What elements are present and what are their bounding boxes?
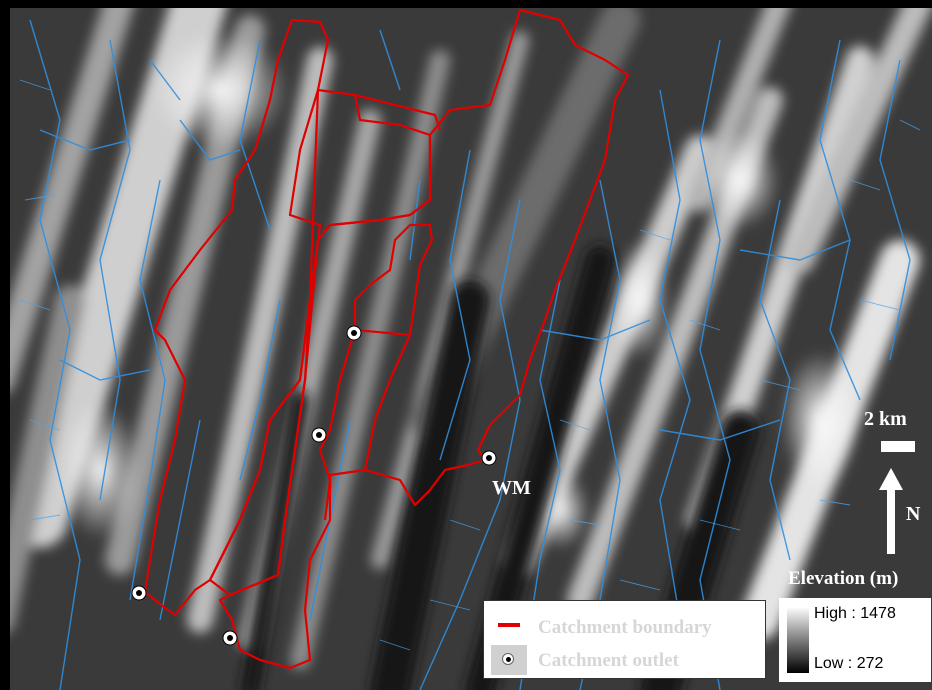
catchment-outlets: [131, 325, 497, 646]
boundary-line-icon: [498, 623, 520, 627]
map-legend: Catchment boundary Catchment outlet: [483, 600, 766, 679]
outlet-marker-3: [131, 585, 147, 601]
elevation-low-label: Low : 272: [814, 655, 884, 672]
north-arrow-icon: [879, 468, 903, 554]
elevation-legend-title: Elevation (m): [788, 568, 899, 589]
outlet-label-wm: WM: [492, 477, 531, 499]
elevation-legend: High : 1478 Low : 272: [779, 598, 931, 682]
outlet-marker-2: [311, 427, 327, 443]
scale-bar: [881, 441, 915, 452]
catchment-boundary-inner-2: [353, 223, 434, 337]
catchment-boundary-west: [143, 18, 330, 617]
scale-label: 2 km: [864, 408, 907, 430]
outlet-dot-icon: [502, 653, 514, 665]
outlet-marker-wm: [481, 450, 497, 466]
catchment-boundary-east: [218, 8, 630, 670]
outlet-marker-1: [346, 325, 362, 341]
catchment-boundary-inner-4: [363, 334, 412, 471]
elevation-high-label: High : 1478: [814, 605, 896, 622]
legend-outlet-label: Catchment outlet: [538, 650, 679, 671]
elevation-color-ramp: [787, 607, 809, 673]
outlet-marker-4: [222, 630, 238, 646]
catchment-boundary-inner-3: [318, 329, 357, 521]
catchment-boundary-inner-1: [354, 93, 442, 131]
catchment-boundaries: [143, 8, 630, 670]
outlet-swatch: [491, 645, 527, 675]
legend-boundary-label: Catchment boundary: [538, 617, 712, 638]
north-label: N: [906, 503, 921, 525]
